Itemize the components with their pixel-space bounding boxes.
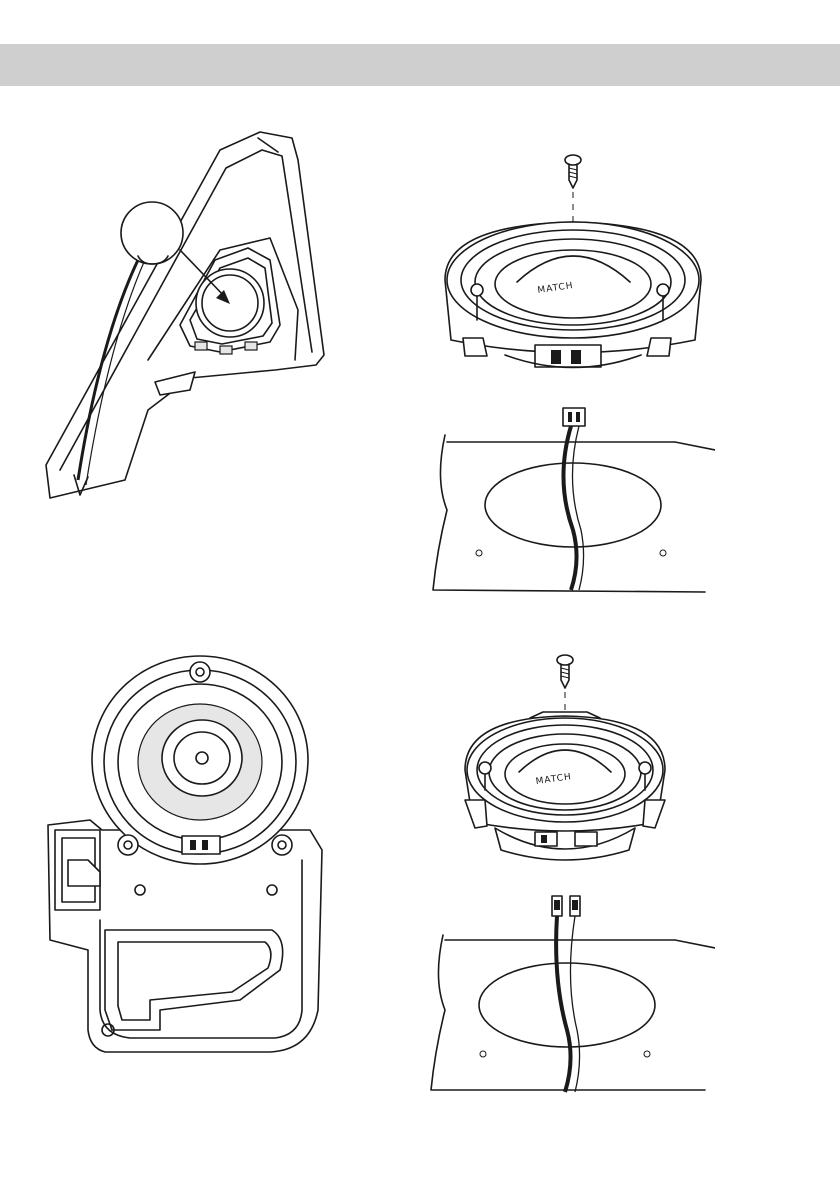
front-speaker-install-figure: MATCH — [425, 150, 715, 600]
header-band — [0, 44, 840, 86]
oem-speaker-bracket-icon — [40, 650, 340, 1060]
oem-speaker-bracket-figure — [40, 650, 340, 1060]
a-pillar-tweeter-icon — [30, 120, 350, 510]
speaker-screw-mount-icon-2: MATCH — [425, 650, 715, 1100]
speaker-screw-mount-icon: MATCH — [425, 150, 715, 600]
rear-speaker-install-figure: MATCH — [425, 650, 715, 1100]
a-pillar-tweeter-figure — [30, 120, 350, 510]
